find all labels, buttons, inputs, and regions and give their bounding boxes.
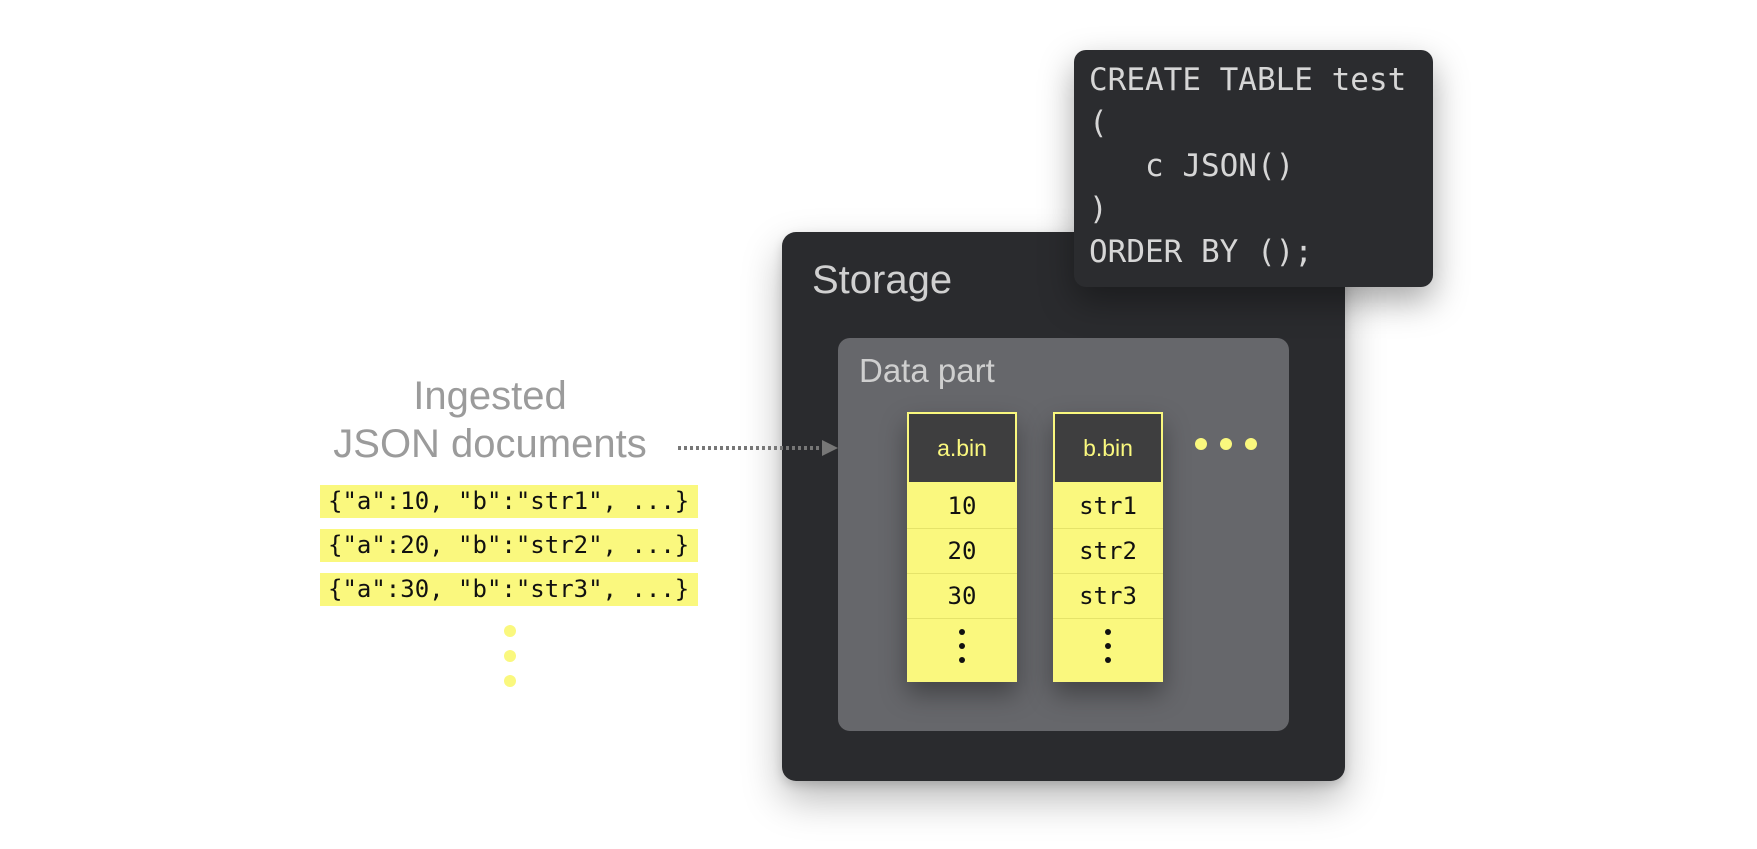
ingested-label-line2: JSON documents: [333, 422, 647, 466]
column-file-a: a.bin 10 20 30: [907, 412, 1017, 682]
sql-line: (: [1089, 105, 1108, 141]
storage-title: Storage: [812, 258, 953, 302]
column-file-b: b.bin str1 str2 str3: [1053, 412, 1163, 682]
more-rows-ellipsis: [907, 619, 1017, 679]
column-value: str1: [1053, 484, 1163, 529]
json-document: {"a":20, "b":"str2", ...}: [320, 529, 698, 562]
sql-line: CREATE TABLE test: [1089, 62, 1407, 98]
more-rows-ellipsis: [1053, 619, 1163, 679]
column-value: 30: [907, 574, 1017, 619]
column-value: 20: [907, 529, 1017, 574]
data-part-title: Data part: [859, 352, 995, 389]
sql-code-box: CREATE TABLE test ( c JSON() ) ORDER BY …: [1074, 50, 1433, 287]
json-document: {"a":30, "b":"str3", ...}: [320, 573, 698, 606]
dotted-arrow-icon: [678, 440, 838, 456]
column-file-name: b.bin: [1053, 412, 1163, 484]
column-value: 10: [907, 484, 1017, 529]
column-value: str2: [1053, 529, 1163, 574]
sql-line: ORDER BY ();: [1089, 234, 1313, 270]
sql-line: ): [1089, 191, 1108, 227]
storage-panel: Storage Data part a.bin 10 20 30 b.bin s…: [782, 232, 1345, 781]
ingested-label: Ingested JSON documents: [300, 372, 680, 468]
sql-line: c JSON(): [1089, 148, 1295, 184]
ingested-label-line1: Ingested: [413, 374, 567, 418]
more-columns-ellipsis: [1195, 438, 1265, 452]
column-file-name: a.bin: [907, 412, 1017, 484]
data-part-panel: Data part a.bin 10 20 30 b.bin str1 str2…: [838, 338, 1289, 731]
json-document: {"a":10, "b":"str1", ...}: [320, 485, 698, 518]
column-value: str3: [1053, 574, 1163, 619]
